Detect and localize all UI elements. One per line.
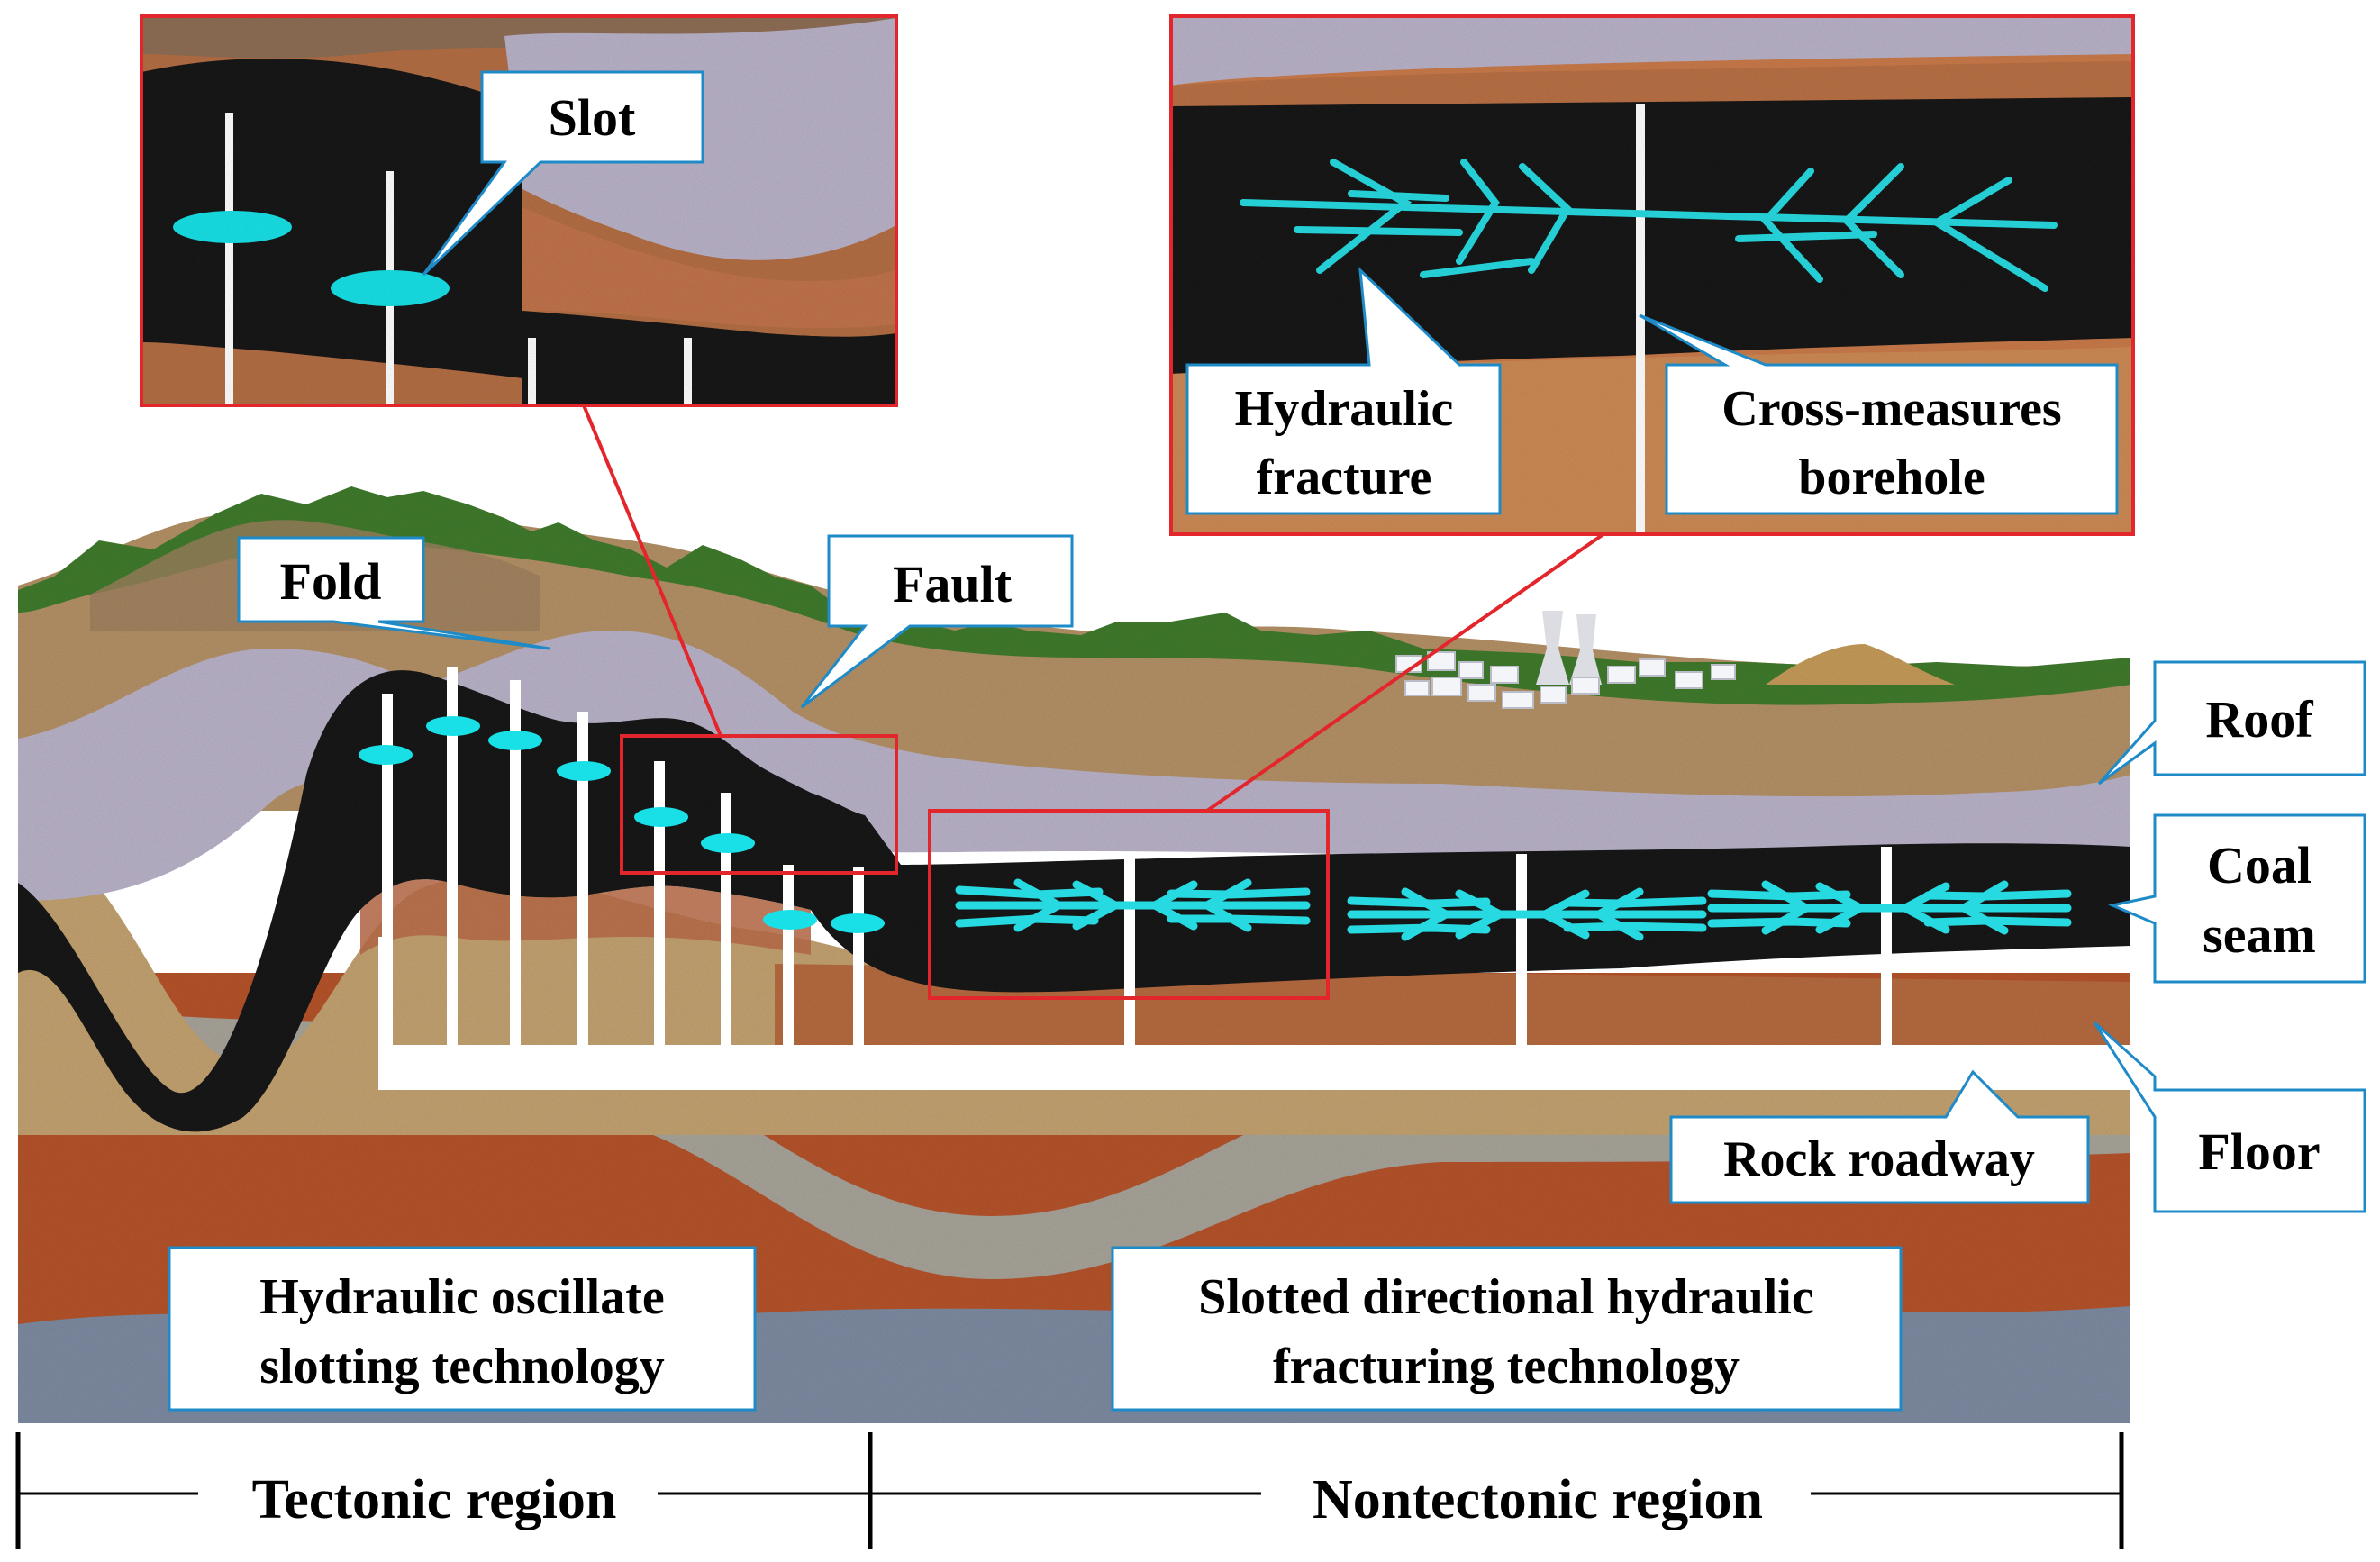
zoom-region-fault: [620, 734, 898, 875]
roof-label: Roof: [2205, 690, 2313, 749]
callout-slot: Slot: [422, 70, 704, 277]
cooling-tower-2: [1569, 614, 1602, 685]
zoom-region-fracture: [928, 809, 1330, 1000]
boreholes: [382, 667, 1892, 1047]
hydraulic-fracture-line2: fracture: [1257, 450, 1432, 505]
callout-hydraulic-fracture: Hydraulic fracture: [1185, 267, 1502, 515]
fault-label: Fault: [893, 555, 1013, 613]
slot-zoom-2: [331, 270, 450, 306]
callout-rock-roadway: Rock roadway: [1669, 1069, 2090, 1204]
hydraulic-fracture-line1: Hydraulic: [1235, 381, 1454, 437]
slot-label: Slot: [549, 88, 636, 147]
zoom-connector-left: [582, 404, 722, 737]
slot: [488, 731, 542, 750]
tectonic-tech-line2: slotting technology: [259, 1339, 665, 1394]
callout-floor: Floor: [2093, 1021, 2366, 1213]
slot: [634, 807, 688, 827]
slot: [701, 833, 755, 853]
slot: [831, 913, 885, 933]
callout-coal-seam: Coal seam: [2108, 813, 2366, 984]
tectonic-tech-line1: Hydraulic oscillate: [259, 1269, 665, 1325]
callout-cross-measures-borehole: Cross-measures borehole: [1639, 313, 2119, 515]
fold-label: Fold: [280, 552, 382, 611]
nontectonic-tech-line1: Slotted directional hydraulic: [1198, 1269, 1813, 1325]
callout-fold: Fold: [237, 536, 550, 650]
slot-zoom-1: [173, 211, 292, 243]
coal-seam-line2: seam: [2203, 905, 2316, 964]
fracture-1: [955, 878, 1311, 932]
technology-box-nontectonic: Slotted directional hydraulic fracturing…: [1111, 1246, 1903, 1412]
power-plant: [1395, 611, 1736, 709]
nontectonic-region-label: Nontectonic region: [1313, 1469, 1763, 1530]
rock-roadway-label: Rock roadway: [1723, 1131, 2035, 1187]
zoom-connector-right: [1205, 532, 1605, 813]
region-scale-bar: [15, 1432, 2124, 1549]
borehole-line1: Cross-measures: [1721, 381, 2061, 437]
roof-rock: [18, 631, 2130, 901]
nontectonic-tech-line2: fracturing technology: [1273, 1339, 1740, 1394]
tectonic-region-label: Tectonic region: [252, 1469, 617, 1530]
mountain-range: [18, 486, 2130, 705]
coal-seam-line1: Coal: [2207, 836, 2312, 895]
cooling-tower-1: [1536, 611, 1569, 685]
rock-roadway: [378, 1045, 2130, 1090]
town-buildings: [1395, 651, 1736, 709]
coal-seam: [18, 670, 2130, 1132]
slot: [426, 716, 480, 736]
callout-fault: Fault: [800, 534, 1074, 709]
borehole-line2: borehole: [1798, 450, 1985, 505]
sand-mound: [1766, 644, 1955, 685]
slots: [359, 716, 885, 933]
fracture-3: [1707, 880, 2072, 935]
callout-roof: Roof: [2097, 660, 2366, 786]
zoom-panel-slot: [140, 14, 898, 407]
technology-box-tectonic: Hydraulic oscillate slotting technology: [168, 1246, 757, 1412]
main-fractures: [955, 878, 2072, 941]
slot: [359, 745, 413, 765]
floor-label: Floor: [2198, 1122, 2320, 1181]
slot: [763, 910, 817, 930]
slot: [557, 761, 611, 781]
fracture-2: [1347, 887, 1707, 941]
